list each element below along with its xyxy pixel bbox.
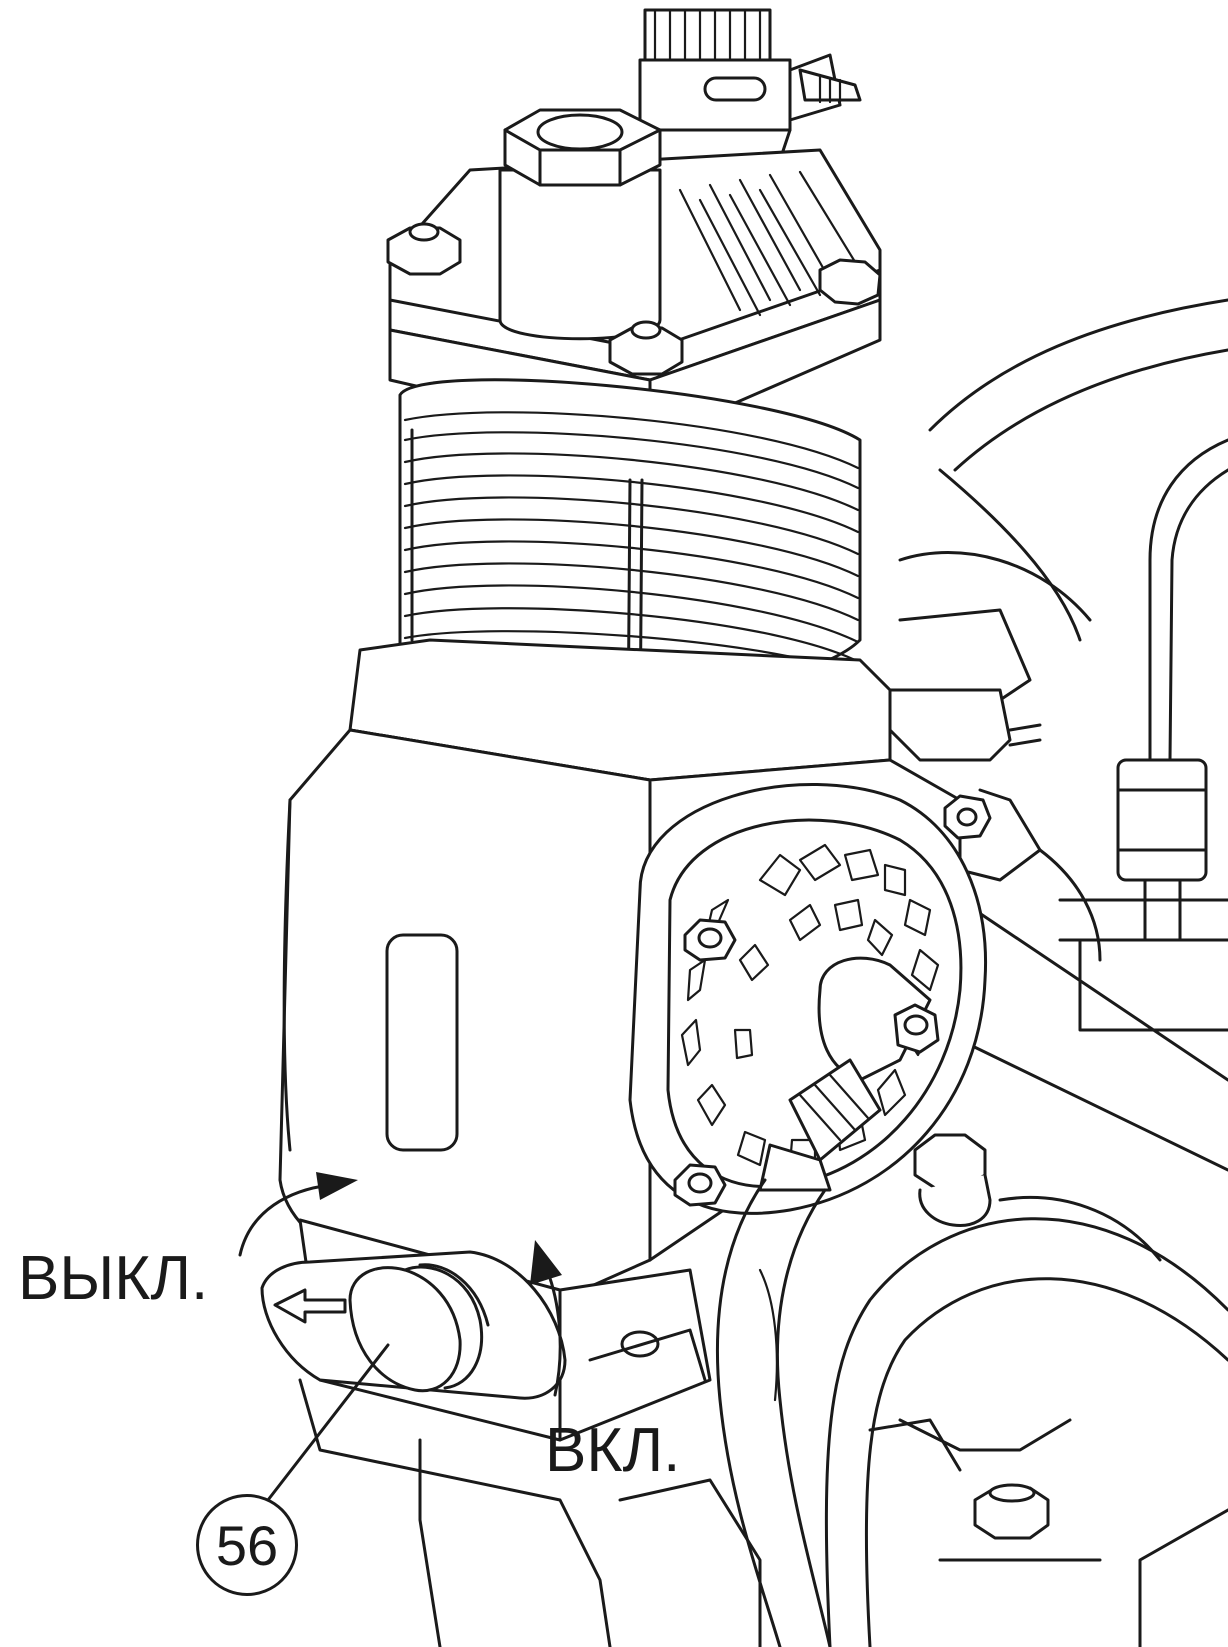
label-off: ВЫКЛ. <box>18 1244 209 1313</box>
callout-number: 56 <box>196 1494 298 1596</box>
unloader-lever <box>260 1250 567 1400</box>
base-right <box>898 1133 1162 1562</box>
label-on: ВКЛ. <box>545 1416 681 1485</box>
flywheel-housing <box>824 298 1228 1647</box>
front-cover <box>628 783 992 1215</box>
outlet-fitting <box>638 8 862 162</box>
arrow-on-head <box>530 1240 562 1285</box>
head-bolts <box>386 222 882 376</box>
valve-cap <box>498 108 662 341</box>
arrow-off-head <box>316 1172 358 1200</box>
callout-leader <box>266 1343 390 1502</box>
cylinder-barrel <box>398 378 862 742</box>
air-pipe <box>1058 438 1228 1032</box>
shaft-and-hose <box>715 956 940 1647</box>
direction-arrows <box>238 1172 562 1397</box>
